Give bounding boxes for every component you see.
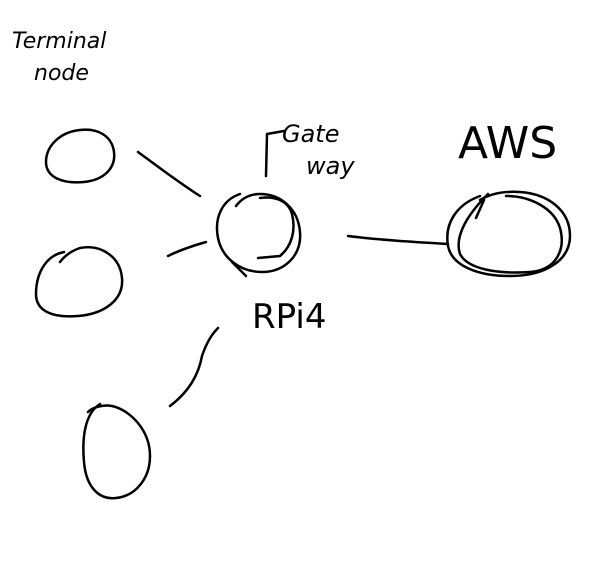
link-gateway-aws bbox=[346, 234, 450, 246]
gateway-node-inner bbox=[256, 196, 295, 260]
terminal-node-2 bbox=[34, 246, 124, 318]
terminal-label-line2: node bbox=[34, 61, 89, 86]
gateway-label-line1: Gate bbox=[282, 120, 339, 148]
gateway-label-bracket bbox=[264, 129, 286, 178]
link-node1-gateway bbox=[136, 150, 202, 198]
terminal-node-1 bbox=[44, 128, 116, 184]
aws-label: AWS bbox=[458, 118, 557, 169]
link-node3-gateway bbox=[168, 326, 220, 408]
rpi4-label: RPi4 bbox=[252, 297, 326, 337]
aws-node-tick bbox=[474, 198, 486, 220]
terminal-label-line1: Terminal bbox=[12, 29, 106, 54]
gateway-node-tail bbox=[230, 260, 248, 278]
gateway-label-line2: way bbox=[306, 152, 355, 180]
link-node2-gateway bbox=[166, 240, 208, 258]
terminal-node-3 bbox=[82, 402, 152, 500]
gateway-node-outer bbox=[215, 192, 302, 274]
aws-node-outer bbox=[446, 190, 572, 278]
aws-node-inner bbox=[457, 192, 563, 274]
